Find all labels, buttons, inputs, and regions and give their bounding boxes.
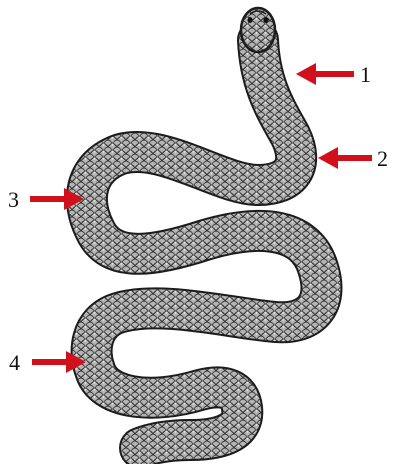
callout-label-3: 3 [8, 187, 19, 212]
callout-label-1: 1 [360, 62, 371, 87]
callout-label-2: 2 [377, 146, 388, 171]
callout-label-4: 4 [9, 350, 20, 375]
snake-head [241, 8, 275, 52]
snake-eye-icon [247, 17, 252, 23]
snake-illustration [87, 8, 322, 450]
snake-eye-icon [263, 17, 268, 23]
arrowhead-icon [318, 147, 338, 169]
arrowhead-icon [296, 63, 316, 85]
callout-1: 1 [296, 62, 371, 87]
callout-2: 2 [318, 146, 388, 171]
snake-body-scales [87, 40, 322, 448]
